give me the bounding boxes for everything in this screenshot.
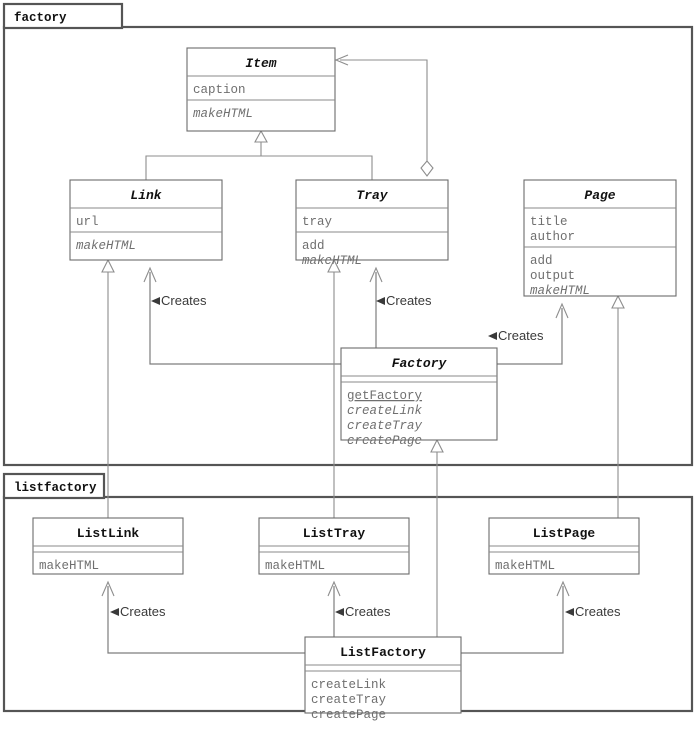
package-tab xyxy=(2,2,124,30)
class-operation: createPage xyxy=(347,434,422,448)
edge-label-lbl-creates-page: Creates xyxy=(488,328,544,343)
creates-arrow-icon xyxy=(565,608,574,616)
class-name-label: ListTray xyxy=(303,526,366,541)
relation-listfactory-creates-listpage xyxy=(461,580,570,654)
relation-listtray-to-tray xyxy=(327,258,341,518)
class-name-label: Tray xyxy=(356,188,388,203)
package-body xyxy=(2,25,694,467)
class-operation: createLink xyxy=(347,404,423,418)
class-box-factory-class[interactable]: Factory getFactorycreateLinkcreateTraycre… xyxy=(340,347,498,448)
class-attribute: title xyxy=(530,215,568,229)
edge-label-lbl-creates-listpage: Creates xyxy=(565,604,621,619)
class-frame xyxy=(69,179,223,261)
class-box-item[interactable]: Item caption makeHTML xyxy=(186,47,336,132)
class-operation: output xyxy=(530,269,575,283)
class-operation: createTray xyxy=(347,419,423,433)
class-attribute: author xyxy=(530,230,575,244)
classes-layer: Item caption makeHTML Link url makeHTML Tray tr… xyxy=(32,47,677,722)
class-operation: getFactory xyxy=(347,389,423,403)
class-operation: createLink xyxy=(311,678,386,692)
class-box-listpage[interactable]: ListPage makeHTML xyxy=(488,517,640,575)
package-tab xyxy=(2,472,106,500)
class-operation: makeHTML xyxy=(530,284,590,298)
creates-arrow-icon xyxy=(151,297,160,305)
class-name-label: ListPage xyxy=(533,526,596,541)
class-box-listfactory-class[interactable]: ListFactory createLinkcreateTraycreatePag… xyxy=(304,636,462,722)
class-name-label: Item xyxy=(245,56,276,71)
creates-arrow-icon xyxy=(110,608,119,616)
relation-factory-creates-link xyxy=(143,266,341,365)
class-name-label: ListLink xyxy=(77,526,140,541)
class-frame xyxy=(304,636,462,714)
class-name-label: Link xyxy=(130,188,161,203)
class-operation: makeHTML xyxy=(302,254,362,268)
class-operation: add xyxy=(302,239,325,253)
relation-listpage-to-page xyxy=(611,294,625,518)
class-operation: makeHTML xyxy=(495,559,555,573)
class-attribute: tray xyxy=(302,215,333,229)
relation-label: Creates xyxy=(386,293,432,308)
relation-tray-aggregation-item xyxy=(334,54,434,177)
relation-listfactory-to-factory xyxy=(430,438,444,637)
class-frame xyxy=(523,179,677,297)
class-operation: createTray xyxy=(311,693,387,707)
relation-factory-creates-tray xyxy=(369,266,383,348)
relation-label: Creates xyxy=(498,328,544,343)
class-attribute: caption xyxy=(193,83,246,97)
relation-label: Creates xyxy=(161,293,207,308)
class-attribute: url xyxy=(76,215,99,229)
edge-label-lbl-creates-tray: Creates xyxy=(376,293,432,308)
relation-label: Creates xyxy=(120,604,166,619)
class-box-link[interactable]: Link url makeHTML xyxy=(69,179,223,261)
creates-arrow-icon xyxy=(376,297,385,305)
relation-link-to-item xyxy=(145,129,268,180)
relation-label: Creates xyxy=(575,604,621,619)
relation-factory-creates-page xyxy=(497,302,569,365)
class-operation: createPage xyxy=(311,708,386,722)
class-frame xyxy=(340,347,498,441)
class-operation: makeHTML xyxy=(193,107,253,121)
class-name-label: Page xyxy=(584,188,615,203)
edge-label-lbl-creates-link: Creates xyxy=(151,293,207,308)
creates-arrow-icon xyxy=(488,332,497,340)
relation-tray-to-item xyxy=(261,155,373,180)
package-name-label: listfactory xyxy=(14,481,97,495)
package-factory: factory xyxy=(2,2,694,467)
class-box-listlink[interactable]: ListLink makeHTML xyxy=(32,517,184,575)
class-operation: makeHTML xyxy=(39,559,99,573)
relation-listfactory-creates-listtray xyxy=(327,580,341,637)
edge-label-lbl-creates-listlink: Creates xyxy=(110,604,166,619)
class-name-label: ListFactory xyxy=(340,645,426,660)
class-frame xyxy=(186,47,336,132)
class-name-label: Factory xyxy=(392,356,448,371)
relation-label: Creates xyxy=(345,604,391,619)
class-operation: makeHTML xyxy=(76,239,136,253)
relation-listfactory-creates-listlink xyxy=(101,580,305,654)
relation-listlink-to-link xyxy=(101,258,115,518)
class-box-listtray[interactable]: ListTray makeHTML xyxy=(258,517,410,575)
creates-arrow-icon xyxy=(335,608,344,616)
class-operation: makeHTML xyxy=(265,559,325,573)
class-operation: add xyxy=(530,254,553,268)
relations-layer xyxy=(101,54,625,654)
package-name-label: factory xyxy=(14,11,67,25)
edge-label-lbl-creates-listtray: Creates xyxy=(335,604,391,619)
class-frame xyxy=(295,179,449,261)
